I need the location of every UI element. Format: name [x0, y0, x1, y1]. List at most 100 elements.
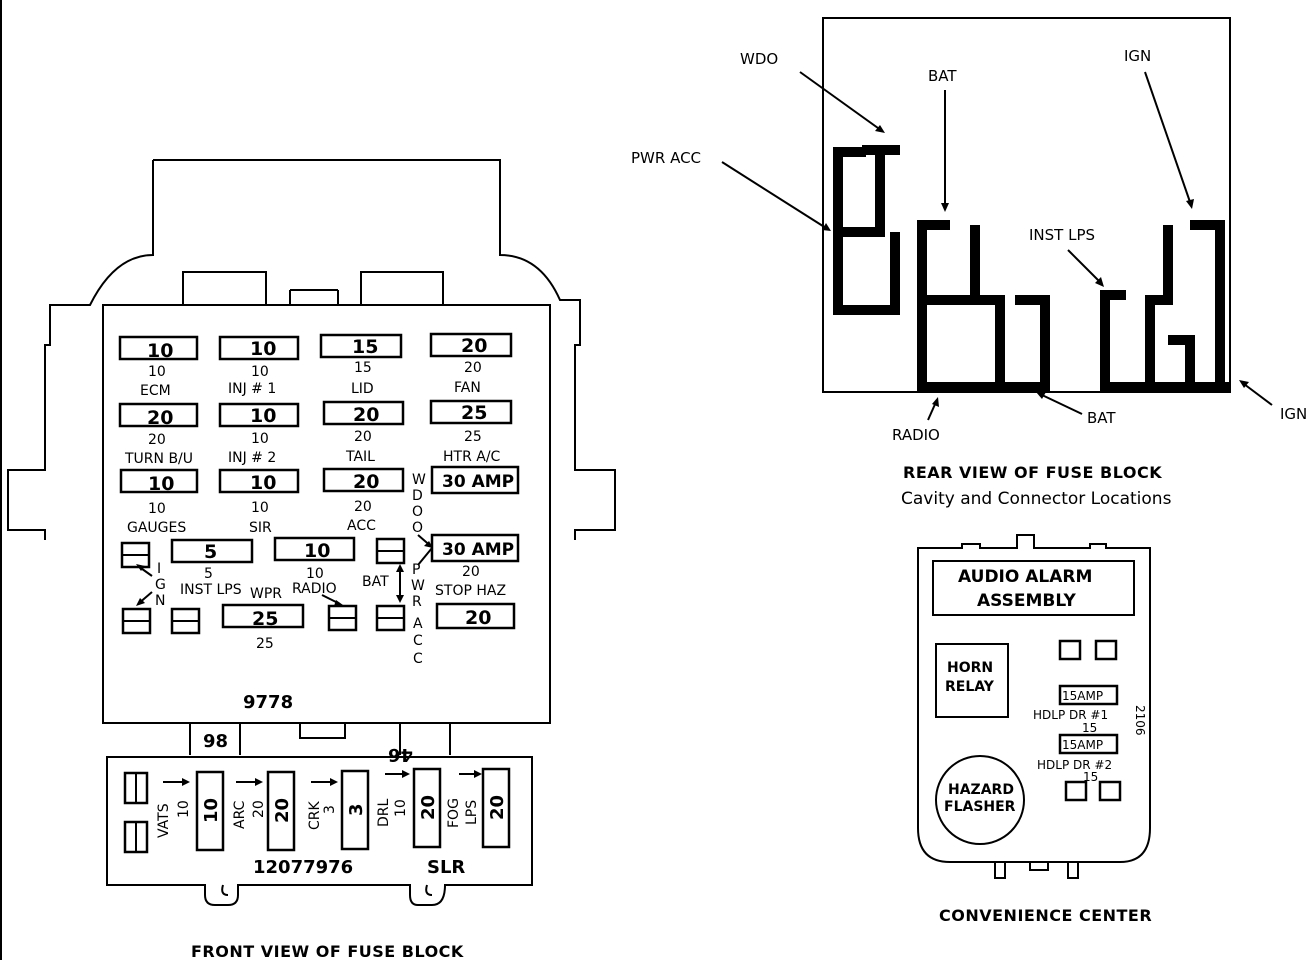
- svg-text:C: C: [413, 633, 423, 649]
- svg-text:O: O: [412, 504, 423, 520]
- svg-text:LID: LID: [351, 381, 374, 397]
- fuse-crk[interactable]: [340, 769, 370, 851]
- svg-text:VATS: VATS: [156, 803, 172, 838]
- fuse-row-4: 5 5 10 10 30 AMP 20: [120, 533, 520, 582]
- lower-part-number: 12077976: [253, 857, 353, 878]
- top-connector-left: [182, 271, 267, 306]
- pwr-acc-vertical-label: P W R A C C: [411, 547, 433, 667]
- svg-text:FAN: FAN: [454, 380, 481, 396]
- svg-text:10: 10: [393, 799, 409, 817]
- fuse-lid[interactable]: [319, 333, 403, 359]
- svg-text:INJ # 2: INJ # 2: [228, 450, 276, 466]
- fuse-gauges[interactable]: [119, 468, 199, 494]
- cc-slot-3[interactable]: [1064, 780, 1088, 802]
- breaker-30amp-top[interactable]: [430, 465, 520, 495]
- svg-text:3: 3: [322, 805, 338, 814]
- lower-connector-block: [106, 756, 533, 906]
- fuse-tail[interactable]: [322, 400, 405, 426]
- fuse-acc[interactable]: [322, 467, 405, 493]
- svg-text:HORN: HORN: [947, 660, 993, 676]
- svg-text:I: I: [157, 561, 161, 577]
- svg-text:20: 20: [418, 795, 439, 820]
- svg-text:20: 20: [251, 800, 267, 818]
- svg-text:20: 20: [487, 795, 508, 820]
- svg-text:N: N: [155, 593, 165, 609]
- svg-text:5: 5: [204, 566, 213, 582]
- ign-vertical-label: I G N: [136, 561, 166, 609]
- fuse-turn-bu[interactable]: [118, 402, 199, 428]
- svg-text:20: 20: [461, 335, 487, 357]
- stop-haz-label: STOP HAZ: [435, 583, 506, 599]
- rear-view-title: REAR VIEW OF FUSE BLOCK: [903, 463, 1162, 482]
- fuse-arc[interactable]: [266, 770, 296, 852]
- front-view-title: FRONT VIEW OF FUSE BLOCK: [191, 942, 464, 960]
- bat-label: BAT: [362, 574, 389, 590]
- svg-text:15AMP: 15AMP: [1062, 738, 1103, 752]
- convenience-title: CONVENIENCE CENTER: [939, 906, 1152, 925]
- horn-relay-box: [935, 643, 1009, 718]
- svg-text:W: W: [412, 472, 426, 488]
- hazard-flasher: [935, 755, 1025, 845]
- svg-text:ARC: ARC: [232, 800, 248, 829]
- svg-text:25: 25: [464, 429, 482, 445]
- rear-ign-right-label: IGN: [1280, 405, 1307, 423]
- fuse-inj1[interactable]: [218, 335, 300, 361]
- cavity-left: [833, 147, 900, 315]
- svg-text:DRL: DRL: [376, 798, 392, 827]
- svg-text:15: 15: [1082, 721, 1097, 735]
- svg-text:10: 10: [251, 500, 269, 516]
- lower-fuses: 10 VATS 10 20 ARC 20 3 CRK 3 20 DRL 10 2…: [123, 767, 511, 854]
- cc-slot-1[interactable]: [1058, 639, 1082, 661]
- svg-text:10: 10: [148, 501, 166, 517]
- radio-label: RADIO: [292, 581, 337, 597]
- fuse-5[interactable]: [170, 538, 254, 564]
- svg-text:D: D: [412, 488, 423, 504]
- svg-text:HDLP DR #2: HDLP DR #2: [1037, 758, 1112, 772]
- svg-text:10: 10: [250, 472, 276, 494]
- svg-text:TAIL: TAIL: [345, 449, 375, 465]
- front-part-number: 9778: [243, 692, 293, 713]
- svg-text:20: 20: [353, 404, 379, 426]
- front-housing-outline: [7, 159, 616, 540]
- fuse-row-5: INST LPS WPR 25 25 RADIO BAT STOP HAZ 20: [121, 564, 516, 652]
- svg-text:25: 25: [252, 608, 278, 630]
- fuse-htr-ac[interactable]: [429, 399, 513, 425]
- fuse-vats[interactable]: [195, 770, 225, 852]
- svg-text:HAZARD: HAZARD: [948, 782, 1014, 798]
- cc-fuse-hdlp1[interactable]: [1058, 684, 1119, 706]
- cc-fuse-hdlp2[interactable]: [1058, 733, 1119, 755]
- audio-alarm-box: [932, 560, 1135, 616]
- fuse-ecm[interactable]: [118, 335, 199, 361]
- svg-text:ECM: ECM: [140, 383, 171, 399]
- fuse-drl[interactable]: [412, 767, 442, 849]
- fuse-inj2[interactable]: [218, 402, 300, 428]
- fuse-10-middle[interactable]: [273, 536, 356, 562]
- svg-text:20: 20: [147, 407, 173, 429]
- cc-slot-2[interactable]: [1094, 639, 1118, 661]
- convenience-center: AUDIO ALARM ASSEMBLY HORN RELAY HAZARD F…: [917, 534, 1152, 925]
- svg-text:10: 10: [251, 431, 269, 447]
- rear-bat-bottom-label: BAT: [1087, 409, 1116, 427]
- svg-text:HTR A/C: HTR A/C: [443, 449, 501, 465]
- rear-inst-lps-label: INST LPS: [1029, 226, 1095, 244]
- svg-text:CRK: CRK: [307, 800, 323, 830]
- svg-text:20: 20: [464, 360, 482, 376]
- cc-slot-4[interactable]: [1098, 780, 1122, 802]
- svg-text:GAUGES: GAUGES: [127, 520, 186, 536]
- svg-text:20: 20: [353, 471, 379, 493]
- svg-text:INJ # 1: INJ # 1: [228, 381, 276, 397]
- fuse-sir[interactable]: [218, 468, 300, 494]
- fuse-wpr[interactable]: [221, 603, 305, 629]
- fuse-stop-haz[interactable]: [435, 602, 516, 630]
- svg-text:25: 25: [256, 636, 274, 652]
- svg-text:C: C: [413, 651, 423, 667]
- fuse-fan[interactable]: [429, 332, 513, 358]
- rear-pwr-acc-label: PWR ACC: [631, 149, 701, 167]
- svg-text:AUDIO ALARM: AUDIO ALARM: [958, 567, 1092, 587]
- fuse-fog-lps[interactable]: [481, 767, 511, 849]
- svg-text:W: W: [411, 578, 425, 594]
- svg-text:ASSEMBLY: ASSEMBLY: [977, 591, 1077, 611]
- svg-text:20: 20: [148, 432, 166, 448]
- svg-text:TURN B/U: TURN B/U: [124, 451, 193, 467]
- svg-text:10: 10: [306, 566, 324, 582]
